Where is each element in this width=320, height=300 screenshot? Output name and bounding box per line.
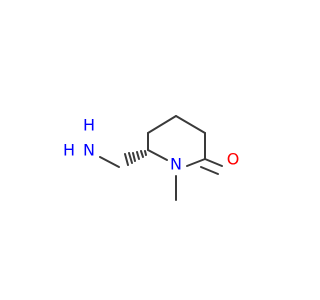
bond-ch2-nh2 <box>99 156 120 168</box>
molecule-diagram: N O N H H <box>63 115 240 201</box>
bond-n1-c6 <box>147 149 168 161</box>
amine-nitrogen-label: N <box>83 141 95 160</box>
carbonyl-oxygen-label: O <box>227 150 240 169</box>
amine-hydrogen-label: H <box>63 141 75 160</box>
bond-c5-n1 <box>186 158 206 167</box>
bond-carbonyl-2 <box>200 166 219 175</box>
bond-carbonyl-1 <box>204 158 223 167</box>
bond-c3-c4 <box>175 115 206 134</box>
bond-c2-c3 <box>147 115 177 134</box>
amine-hydrogen-label-2: H <box>83 116 95 135</box>
ring-nitrogen-label: N <box>170 155 182 174</box>
stereo-hashed-wedge <box>124 150 147 166</box>
